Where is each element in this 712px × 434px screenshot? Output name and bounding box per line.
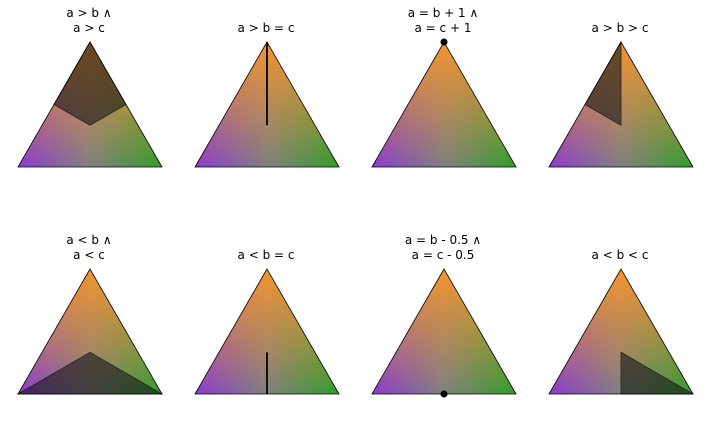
panel-title-line2: a > b = c — [237, 21, 295, 35]
triangle-top-fill — [195, 269, 339, 394]
triangle-outline — [371, 41, 517, 168]
panel-title-line2: a < c — [73, 248, 105, 262]
panel-title-line2: a > c — [73, 21, 105, 35]
triangle-outline — [17, 268, 163, 395]
panel-title-line2: a > b > c — [591, 21, 649, 35]
triangle-outline — [548, 41, 694, 168]
panel-title: a < b ∧a < c — [0, 233, 178, 263]
ternary-triangle — [16, 268, 164, 395]
triangle-outline — [548, 268, 694, 395]
panel-p5: a < b ∧a < c — [0, 227, 178, 434]
triangle-outline — [194, 41, 340, 168]
panel-title-line2: a = c - 0.5 — [411, 248, 475, 262]
ternary-triangle — [194, 268, 340, 395]
triangle-outline — [371, 268, 517, 395]
panel-p7: a = b - 0.5 ∧a = c - 0.5 — [354, 227, 532, 434]
panel-title-line2: a < b = c — [237, 248, 295, 262]
ternary-triangle — [17, 41, 163, 168]
panel-title-line1: a = b + 1 ∧ — [407, 6, 479, 20]
panel-title-line1 — [177, 233, 355, 248]
panel-p1: a > b ∧a > c — [0, 0, 178, 207]
triangle-top-fill — [549, 269, 693, 394]
panel-p8: a < b < c — [531, 227, 709, 434]
panel-title-line2: a = c + 1 — [414, 21, 472, 35]
panel-title-line1 — [177, 6, 355, 21]
triangle-top-fill — [372, 269, 516, 394]
panel-title: a = b - 0.5 ∧a = c - 0.5 — [354, 233, 532, 263]
panel-p2: a > b = c — [177, 0, 355, 207]
panel-p3: a = b + 1 ∧a = c + 1 — [354, 0, 532, 207]
triangle-outline — [17, 41, 163, 168]
panel-title: a > b = c — [177, 6, 355, 36]
ternary-triangle — [548, 40, 694, 168]
triangle-top-fill — [372, 42, 516, 167]
panel-title-line1: a > b ∧ — [66, 6, 112, 20]
panel-title: a < b < c — [531, 233, 709, 263]
panel-p6: a < b = c — [177, 227, 355, 434]
panel-title-line1 — [531, 6, 709, 21]
panel-title-line1: a = b - 0.5 ∧ — [404, 233, 482, 247]
panel-title: a = b + 1 ∧a = c + 1 — [354, 6, 532, 36]
ternary-triangle — [371, 268, 517, 398]
panel-title: a < b = c — [177, 233, 355, 263]
panel-title-line2: a < b < c — [591, 248, 649, 262]
panel-p4: a > b > c — [531, 0, 709, 207]
panel-title: a > b > c — [531, 6, 709, 36]
panel-title: a > b ∧a > c — [0, 6, 178, 36]
ternary-triangle — [371, 38, 517, 168]
ternary-triangle — [548, 268, 695, 395]
panel-title-line1 — [531, 233, 709, 248]
triangle-outline — [194, 268, 340, 395]
panel-title-line1: a < b ∧ — [66, 233, 112, 247]
triangle-top-fill — [18, 269, 162, 394]
ternary-triangle — [194, 41, 340, 168]
